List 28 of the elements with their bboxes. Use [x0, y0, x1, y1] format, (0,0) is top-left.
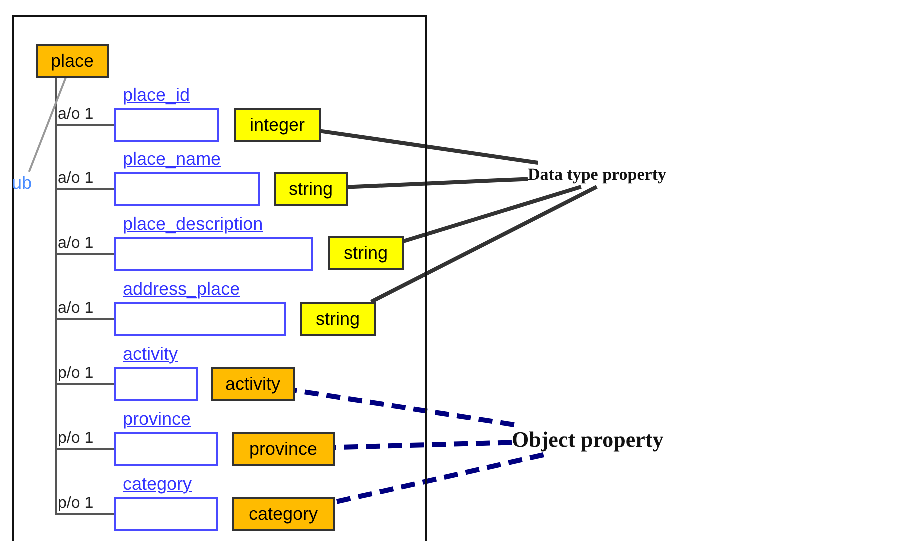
- connector-line: [28, 78, 67, 172]
- property-name: place_name: [123, 149, 222, 169]
- connector-line: [403, 185, 582, 244]
- property-name: address_place: [123, 279, 240, 299]
- property-name: category: [123, 474, 192, 494]
- property-type-label: Object property: [512, 425, 664, 455]
- dashed-connector: [294, 388, 515, 428]
- datatype-box: string: [300, 302, 376, 336]
- property-name: province: [123, 409, 192, 429]
- dashed-connector: [334, 452, 544, 505]
- datatype-box: integer: [234, 108, 321, 142]
- class-box: activity: [211, 367, 295, 401]
- property-type-label: Data type property: [528, 163, 666, 187]
- edge-label: p/o 1: [57, 495, 95, 512]
- connector-line: [348, 177, 528, 190]
- class-box: category: [232, 497, 335, 531]
- class-box: province: [232, 432, 335, 466]
- property-name: place_id: [123, 85, 190, 105]
- class-box: place: [36, 44, 109, 78]
- property-name: activity: [123, 344, 178, 364]
- datatype-box: string: [328, 236, 404, 270]
- dashed-connector: [334, 440, 512, 450]
- connector-line: [320, 129, 538, 165]
- datatype-box: string: [274, 172, 348, 206]
- connector-line: [370, 185, 598, 304]
- property-name: place_description: [123, 214, 264, 234]
- edge-label: p/o 1: [57, 365, 95, 382]
- edge-label: p/o 1: [57, 430, 95, 447]
